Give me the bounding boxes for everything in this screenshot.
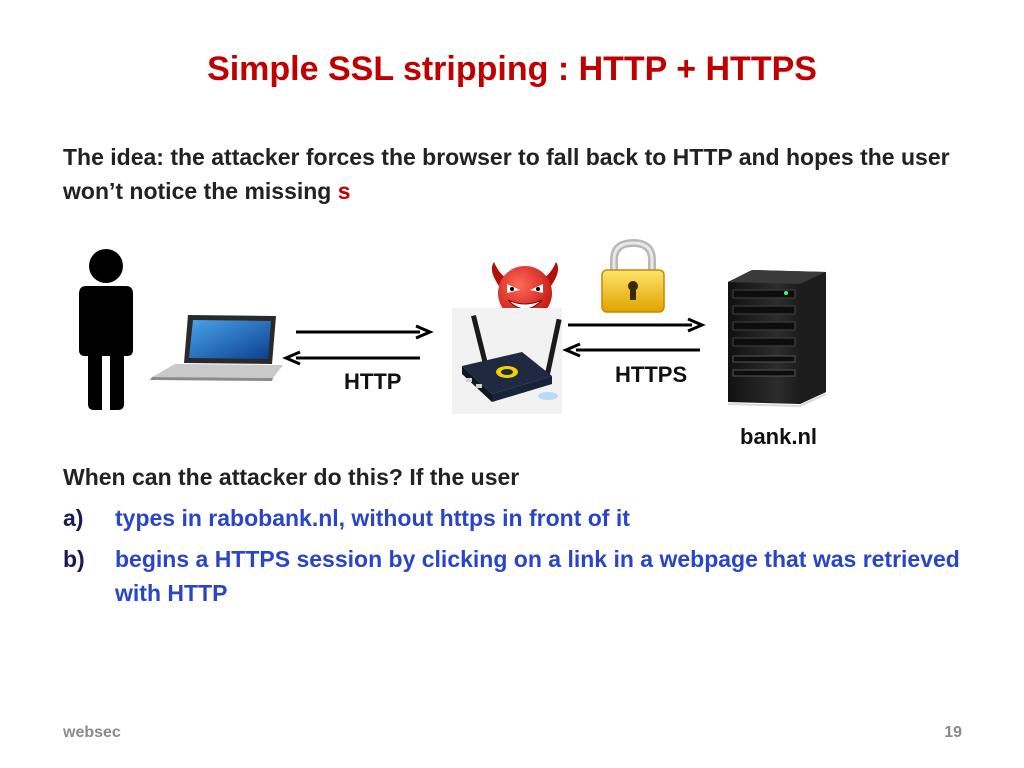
https-arrows [562,317,706,358]
question-marker-b: b) [63,546,85,572]
intro-highlight: s [337,178,351,204]
question-text-a: types in rabobank.nl, without https in f… [115,505,630,531]
question-text-b: begins a HTTPS session by clicking on a … [115,546,960,606]
slide-title: Simple SSL stripping : HTTP + HTTPS [207,50,817,88]
question-item-a: a) types in rabobank.nl, without https i… [63,501,983,535]
devil-icon [491,262,559,320]
questions-block: When can the attacker do this? If the us… [63,460,983,610]
router-icon [452,308,562,414]
bank-label: bank.nl [740,424,818,449]
footer-course: websec [63,724,121,741]
padlock-icon [601,238,665,313]
https-label: HTTPS [615,362,688,387]
server-icon [727,270,827,408]
question-marker-a: a) [63,505,84,531]
questions-lead: When can the attacker do this? If the us… [63,464,520,490]
question-item-b: b) begins a HTTPS session by clicking on… [63,542,983,610]
intro-text: The idea: the attacker forces the browse… [63,144,950,204]
laptop-icon [150,315,283,381]
http-label: HTTP [344,369,402,394]
intro-paragraph: The idea: the attacker forces the browse… [63,140,983,208]
footer-page-number: 19 [944,724,962,741]
person-icon [79,249,133,410]
http-arrows [282,324,434,366]
